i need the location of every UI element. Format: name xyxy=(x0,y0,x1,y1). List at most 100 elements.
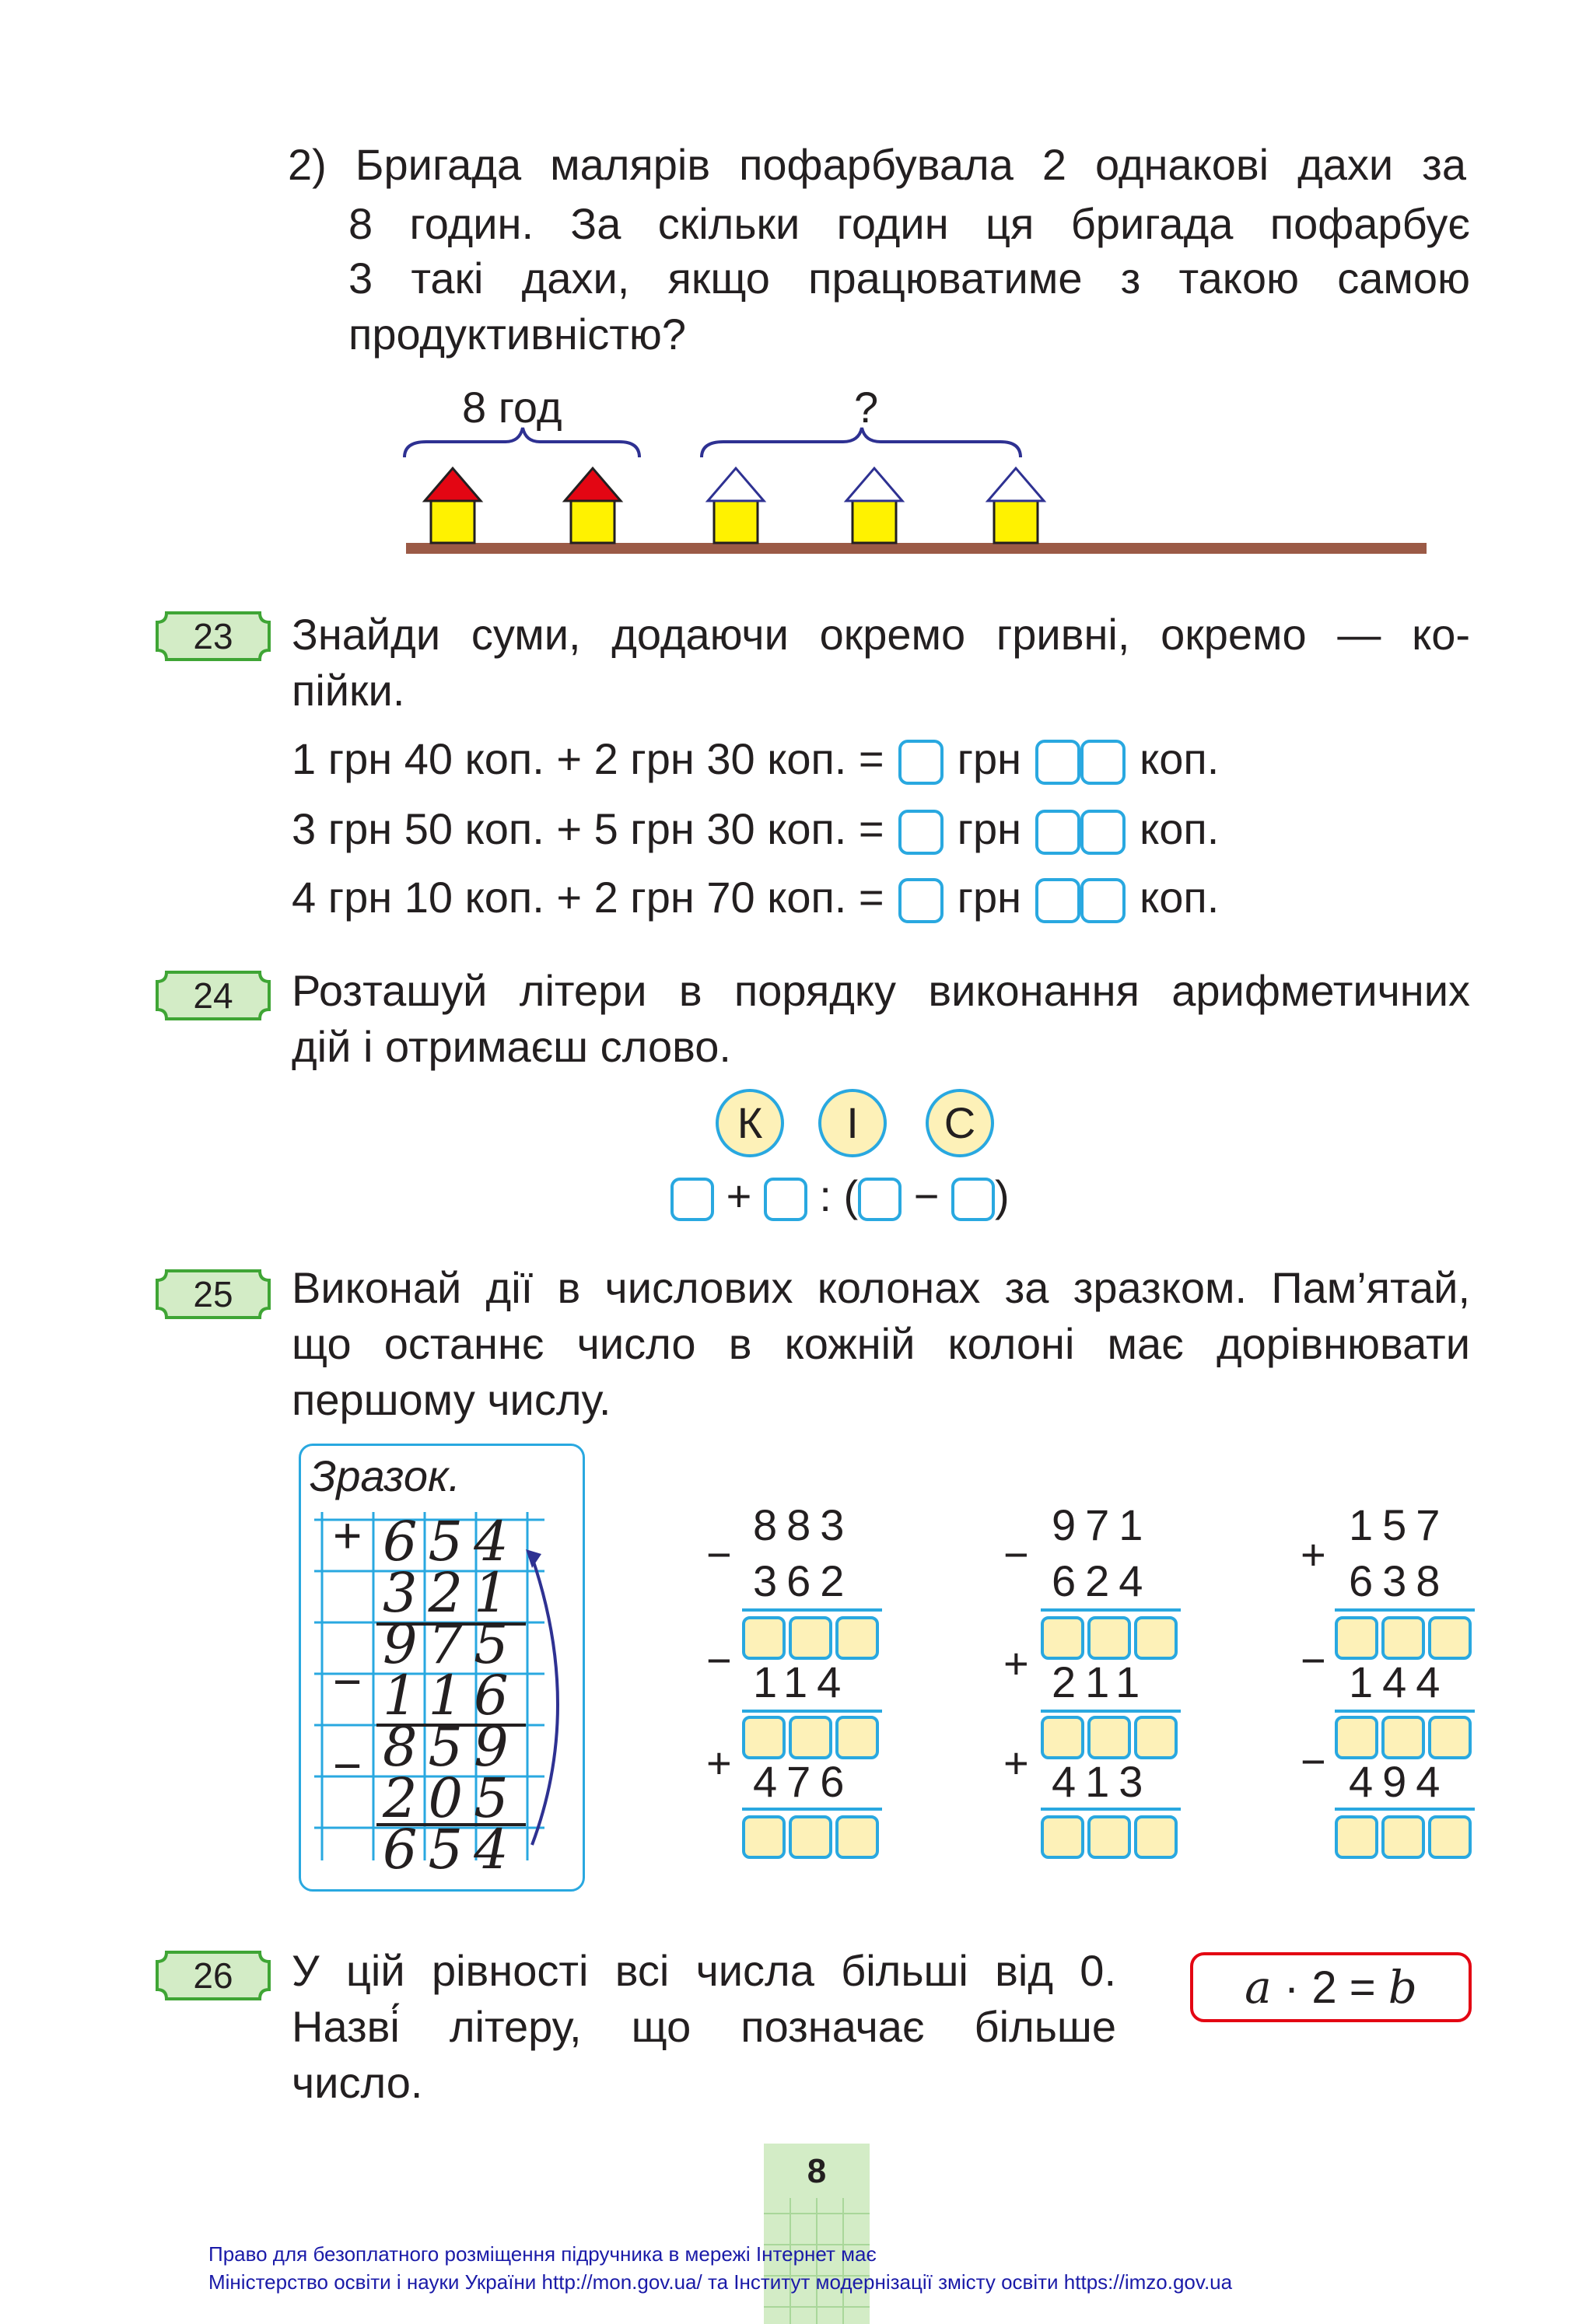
col3-box-2c[interactable] xyxy=(1428,1716,1472,1759)
house-unpainted-1 xyxy=(705,466,767,544)
col1-box-2c[interactable] xyxy=(835,1716,879,1759)
col2-box-2c[interactable] xyxy=(1134,1716,1178,1759)
col3-box-3a[interactable] xyxy=(1335,1815,1378,1859)
col1-fourth: 476 xyxy=(753,1757,854,1806)
col2-underline-1 xyxy=(1041,1608,1181,1612)
answer-box-hrn-3[interactable] xyxy=(898,878,944,924)
ex26-line-2: Назві́ літеру, що позначає більше xyxy=(292,2002,1116,2051)
col2-box-1c[interactable] xyxy=(1134,1616,1178,1660)
page-number: 8 xyxy=(807,2152,827,2190)
unit-hrn-3: грн xyxy=(957,873,1022,922)
label-8-hours: 8 год xyxy=(462,383,562,432)
answer-box-kop-2b[interactable] xyxy=(1080,810,1126,856)
col3-box-1a[interactable] xyxy=(1335,1616,1378,1660)
ex26-line-1: У цій рівності всі числа більші від 0. xyxy=(292,1946,1116,1995)
sample-number-6: 205 xyxy=(383,1766,520,1830)
money-expression-2: 3 грн 50 коп. + 5 грн 30 коп. = xyxy=(292,804,884,853)
problem-2-line-4: продуктивністю? xyxy=(348,310,687,359)
answer-box-kop-3a[interactable] xyxy=(1035,878,1081,924)
col3-op2: − xyxy=(1301,1636,1326,1685)
col1-op3: + xyxy=(706,1738,732,1787)
answer-box-kop-3b[interactable] xyxy=(1080,878,1126,924)
col2-fourth: 413 xyxy=(1052,1757,1153,1806)
col1-box-1b[interactable] xyxy=(789,1616,832,1660)
col3-box-2a[interactable] xyxy=(1335,1716,1378,1759)
letter-slot-3[interactable] xyxy=(858,1178,902,1222)
houses-illustration xyxy=(403,427,1427,554)
arrow-head xyxy=(526,1549,541,1568)
col1-third: 114 xyxy=(753,1657,851,1706)
col2-op3: + xyxy=(1003,1738,1029,1787)
problem-2-line-3: 3 такі дахи, якщо працюватиме з такою са… xyxy=(348,254,1470,303)
col2-box-1a[interactable] xyxy=(1041,1616,1084,1660)
col2-box-3c[interactable] xyxy=(1134,1815,1178,1859)
col2-box-2b[interactable] xyxy=(1087,1716,1131,1759)
unit-kop-1: коп. xyxy=(1140,734,1220,783)
col2-first: 971 xyxy=(1052,1500,1153,1549)
col1-underline-1 xyxy=(742,1608,882,1612)
house-painted-1 xyxy=(422,466,484,544)
col1-box-1a[interactable] xyxy=(742,1616,786,1660)
col3-op3: − xyxy=(1301,1737,1326,1786)
ex25-line-3: першому числу. xyxy=(292,1375,611,1424)
sample-number-3: 975 xyxy=(383,1612,520,1676)
house-unpainted-3 xyxy=(985,466,1047,544)
answer-box-kop-1b[interactable] xyxy=(1080,740,1126,786)
formula-dot: · xyxy=(1283,1962,1300,2013)
col1-box-3b[interactable] xyxy=(789,1815,832,1859)
exercise-number-25: 25 xyxy=(156,1269,271,1319)
col3-box-3c[interactable] xyxy=(1428,1815,1472,1859)
ex25-line-1: Виконай дії в числових колонах за зразко… xyxy=(292,1263,1470,1312)
ex26-line-3: число. xyxy=(292,2058,423,2107)
col3-third: 144 xyxy=(1349,1657,1450,1706)
letter-slot-4[interactable] xyxy=(951,1178,995,1222)
letter-slot-2[interactable] xyxy=(763,1178,807,1222)
answer-box-kop-2a[interactable] xyxy=(1035,810,1081,856)
sample-op-1: + xyxy=(333,1507,362,1563)
col2-box-3a[interactable] xyxy=(1041,1815,1084,1859)
col3-underline-3 xyxy=(1335,1808,1475,1811)
col3-box-3b[interactable] xyxy=(1381,1815,1425,1859)
sample-number-7: 654 xyxy=(383,1818,520,1881)
sample-number-2: 321 xyxy=(383,1561,520,1625)
col3-box-2b[interactable] xyxy=(1381,1716,1425,1759)
col2-underline-3 xyxy=(1041,1808,1181,1811)
op-minus: − xyxy=(913,1171,940,1220)
col3-underline-1 xyxy=(1335,1608,1475,1612)
col2-box-1b[interactable] xyxy=(1087,1616,1131,1660)
ex23-line-2: пійки. xyxy=(292,666,405,715)
col3-box-1c[interactable] xyxy=(1428,1616,1472,1660)
ex23-line-1: Знайди суми, додаючи окремо гривні, окре… xyxy=(292,610,1470,659)
col3-box-1b[interactable] xyxy=(1381,1616,1425,1660)
ex24-line-1: Розташуй літери в порядку виконання ариф… xyxy=(292,966,1470,1015)
col1-box-2b[interactable] xyxy=(789,1716,832,1759)
exercise-number-24: 24 xyxy=(156,971,271,1020)
col2-box-3b[interactable] xyxy=(1087,1815,1131,1859)
col1-box-3a[interactable] xyxy=(742,1815,786,1859)
letter-circle-i: І xyxy=(818,1089,887,1157)
col1-box-3c[interactable] xyxy=(835,1815,879,1859)
sample-op-3: − xyxy=(333,1738,362,1794)
answer-box-hrn-1[interactable] xyxy=(898,740,944,786)
sample-number-1: 654 xyxy=(383,1510,520,1573)
exercise-number-23: 23 xyxy=(156,611,271,661)
col1-box-2a[interactable] xyxy=(742,1716,786,1759)
unit-kop-2: коп. xyxy=(1140,804,1220,853)
col2-second: 624 xyxy=(1052,1556,1153,1605)
col1-op2: − xyxy=(706,1636,732,1685)
col1-first: 883 xyxy=(753,1500,854,1549)
unit-hrn-1: грн xyxy=(957,734,1022,783)
label-question: ? xyxy=(854,383,879,432)
col1-box-1c[interactable] xyxy=(835,1616,879,1660)
letter-circle-s: С xyxy=(926,1089,994,1157)
ground-line xyxy=(406,543,1427,554)
col2-box-2a[interactable] xyxy=(1041,1716,1084,1759)
close-paren: ) xyxy=(995,1171,1010,1220)
letter-slot-1[interactable] xyxy=(670,1178,714,1222)
money-expression-3: 4 грн 10 коп. + 2 грн 70 коп. = xyxy=(292,873,884,922)
answer-box-kop-1a[interactable] xyxy=(1035,740,1081,786)
col1-underline-3 xyxy=(742,1808,882,1811)
answer-box-hrn-2[interactable] xyxy=(898,810,944,856)
